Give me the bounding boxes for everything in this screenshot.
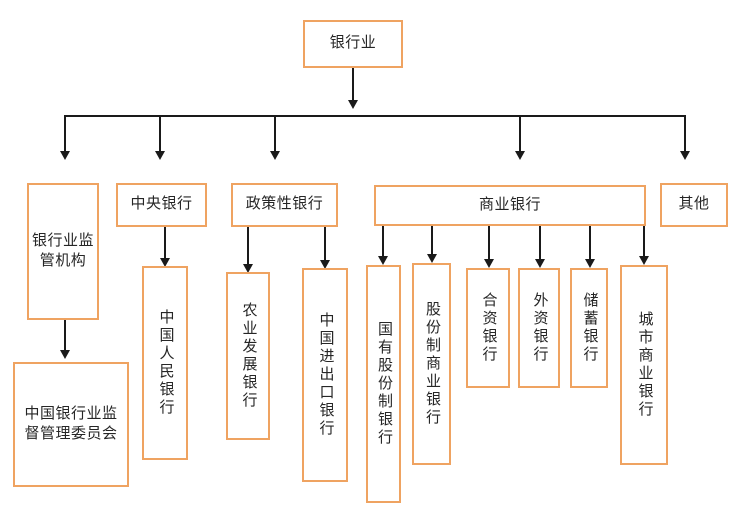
arrowhead-policy-bank-to-adbc bbox=[242, 264, 253, 273]
node-label: 股份制商业银行 bbox=[424, 301, 440, 427]
connector-commercial-to-savings bbox=[589, 226, 591, 263]
connector-bus-to-policy-bank bbox=[274, 115, 276, 155]
node-peoples-bank-of-china[interactable]: 中国人民银行 bbox=[142, 266, 188, 460]
arrowhead-commercial-to-joint-venture bbox=[483, 259, 494, 268]
connector-commercial-to-city bbox=[643, 226, 645, 260]
node-label: 银行业监管机构 bbox=[31, 232, 94, 269]
arrowhead-policy-bank-to-eximbank bbox=[319, 260, 330, 269]
arrowhead-central-bank-to-pboc bbox=[159, 258, 170, 267]
node-foreign-bank[interactable]: 外资银行 bbox=[518, 268, 560, 388]
arrowhead-bus-to-commercial-bank bbox=[514, 151, 525, 160]
arrowhead-regulator-to-cbrc bbox=[59, 350, 70, 359]
node-savings-bank[interactable]: 储蓄银行 bbox=[570, 268, 608, 388]
connector-bus-to-commercial-bank bbox=[519, 115, 521, 155]
node-label: 储蓄银行 bbox=[581, 292, 598, 364]
connector-commercial-to-foreign bbox=[539, 226, 541, 263]
node-commercial-banks[interactable]: 商业银行 bbox=[374, 185, 646, 226]
node-agricultural-development-bank[interactable]: 农业发展银行 bbox=[226, 272, 270, 440]
node-policy-banks[interactable]: 政策性银行 bbox=[231, 183, 338, 227]
connector-policy-bank-to-eximbank bbox=[324, 227, 326, 264]
node-label: 农业发展银行 bbox=[240, 302, 257, 410]
node-label: 中国进出口银行 bbox=[317, 312, 334, 438]
node-city-commercial-bank[interactable]: 城市商业银行 bbox=[620, 265, 668, 465]
arrowhead-bus-to-other bbox=[679, 151, 690, 160]
arrowhead-commercial-to-savings bbox=[584, 259, 595, 268]
arrowhead-commercial-to-joint-stock bbox=[426, 254, 437, 263]
connector-bus-to-regulator bbox=[64, 115, 66, 155]
connector-regulator-to-cbrc bbox=[64, 320, 66, 354]
node-label: 城市商业银行 bbox=[636, 311, 653, 419]
connector-commercial-to-state-owned bbox=[382, 226, 384, 260]
arrowhead-bus-to-regulator bbox=[59, 151, 70, 160]
node-label: 中国人民银行 bbox=[157, 309, 174, 417]
node-label: 商业银行 bbox=[478, 196, 541, 213]
node-central-bank[interactable]: 中央银行 bbox=[116, 183, 207, 227]
arrowhead-bus-to-policy-bank bbox=[269, 151, 280, 160]
arrowhead-commercial-to-city bbox=[638, 256, 649, 265]
connector-commercial-to-joint-venture bbox=[488, 226, 490, 263]
arrowhead-bus-to-central-bank bbox=[154, 151, 165, 160]
connector-commercial-to-joint-stock bbox=[431, 226, 433, 258]
node-cbrc[interactable]: 中国银行业监督管理委员会 bbox=[13, 362, 129, 487]
arrowhead-root-to-bus bbox=[347, 100, 358, 109]
connector-root-stem bbox=[352, 68, 354, 106]
node-state-owned-joint-stock-bank[interactable]: 国有股份制银行 bbox=[366, 265, 401, 503]
node-root-banking-industry[interactable]: 银行业 bbox=[303, 20, 403, 68]
connector-bus-to-central-bank bbox=[159, 115, 161, 155]
connector-level2-bus bbox=[64, 115, 686, 117]
connector-central-bank-to-pboc bbox=[164, 227, 166, 262]
node-label: 政策性银行 bbox=[245, 196, 324, 213]
node-label: 银行业 bbox=[329, 35, 377, 52]
arrowhead-commercial-to-state-owned bbox=[377, 256, 388, 265]
connector-policy-bank-to-adbc bbox=[247, 227, 249, 268]
node-other[interactable]: 其他 bbox=[660, 183, 728, 227]
node-joint-stock-commercial-bank[interactable]: 股份制商业银行 bbox=[412, 263, 451, 465]
connector-bus-to-other bbox=[684, 115, 686, 155]
node-label: 外资银行 bbox=[531, 292, 548, 364]
node-label: 其他 bbox=[678, 196, 710, 213]
node-label: 中央银行 bbox=[130, 196, 193, 213]
node-label: 中国银行业监督管理委员会 bbox=[24, 405, 118, 442]
node-joint-venture-bank[interactable]: 合资银行 bbox=[466, 268, 510, 388]
node-export-import-bank-of-china[interactable]: 中国进出口银行 bbox=[302, 268, 348, 482]
node-label: 合资银行 bbox=[480, 292, 497, 364]
node-banking-regulatory-body[interactable]: 银行业监管机构 bbox=[27, 183, 99, 320]
arrowhead-commercial-to-foreign bbox=[534, 259, 545, 268]
node-label: 国有股份制银行 bbox=[376, 321, 392, 447]
